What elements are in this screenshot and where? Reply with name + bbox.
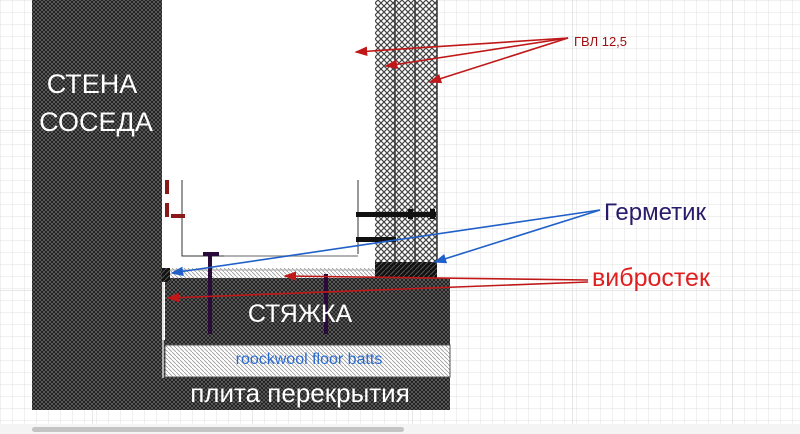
- slab-label: плита перекрытия: [190, 378, 410, 408]
- sealant-joint: [162, 268, 170, 282]
- vibrostek-arrows: [166, 271, 589, 303]
- neighbor-wall: [32, 0, 162, 410]
- sealant-label: Герметик: [604, 199, 707, 226]
- gvl-layers: [375, 0, 437, 262]
- sealant-arrows: [170, 209, 601, 277]
- gvl-label: ГВЛ 12,5: [574, 34, 627, 49]
- neighbor-wall-label-1: СТЕНА: [47, 69, 138, 99]
- gvl-arrows: [354, 37, 569, 84]
- vibrostek-pad: [375, 262, 437, 278]
- insulation-batts: [164, 344, 451, 378]
- insulation-label: roockwool floor batts: [236, 351, 383, 368]
- room-space: [162, 0, 375, 268]
- screed-label: СТЯЖКА: [248, 300, 353, 328]
- horizontal-scrollbar[interactable]: [32, 427, 404, 432]
- anchor-bolt: [356, 212, 436, 217]
- vibrostek-label: вибростек: [592, 264, 711, 292]
- neighbor-wall-label-2: СОСЕДА: [39, 107, 153, 137]
